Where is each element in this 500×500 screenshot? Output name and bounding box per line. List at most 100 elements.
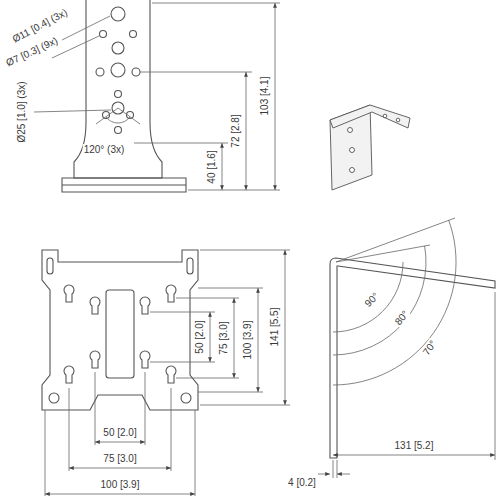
side-view-dimensions (318, 218, 495, 478)
extension-line (95, 372, 96, 445)
keyhole (64, 285, 74, 302)
iso-flange (330, 105, 410, 128)
bracket-profile (330, 258, 495, 458)
hole (132, 68, 140, 76)
angle-label: 80° (392, 308, 412, 329)
extension-line (69, 388, 70, 471)
hole (111, 63, 125, 77)
angle-callout: 120° (3x) (83, 144, 126, 156)
dimension-label: 4 [0.2] (287, 477, 317, 489)
hole (115, 91, 122, 98)
top-view (62, 0, 186, 192)
side-view (330, 258, 495, 458)
front-view (42, 250, 198, 410)
hole (115, 127, 122, 134)
center-slot (106, 290, 134, 378)
flange-edge (62, 184, 186, 185)
extension-line (188, 190, 280, 191)
hole (181, 393, 191, 403)
extension-line (152, 3, 280, 4)
leader-line (52, 36, 99, 58)
hole-callout: Ø25 [1.0] (3x) (16, 80, 28, 143)
top-view-dimensions (34, 3, 280, 190)
keyhole (90, 297, 100, 314)
keyhole (90, 351, 100, 368)
dimension-label: 103 [4.1] (259, 76, 271, 117)
center-line (96, 108, 118, 124)
keyhole (140, 297, 150, 314)
keyhole (166, 285, 176, 302)
dimension-label: 40 [1.6] (206, 149, 218, 184)
extension-line (198, 288, 263, 289)
angle-arc (333, 220, 456, 385)
plate-outline (74, 0, 162, 178)
dimension-label: 100 [3.9] (100, 479, 141, 491)
dimension-line (275, 3, 276, 190)
extension-line (337, 460, 338, 478)
keyhole (166, 366, 176, 383)
dimension-line (333, 455, 495, 456)
plate-outline (42, 250, 198, 410)
extension-line (134, 143, 228, 144)
dimension-line (285, 250, 286, 405)
extension-line (176, 378, 239, 379)
dimension-label: 75 [3.0] (218, 320, 230, 355)
extension-line (150, 362, 215, 363)
dimension-label: 72 [2.8] (230, 113, 242, 148)
extension-line (176, 298, 239, 299)
hole-callout: Ø11 [0.4] (3x) (10, 6, 71, 46)
hole (49, 393, 59, 403)
dimension-label: 131 [5.2] (394, 440, 435, 452)
dimension-label: 141 [5.5] (269, 307, 281, 348)
hole (350, 168, 355, 173)
ear-slot (187, 258, 193, 274)
dimension-line (222, 143, 223, 190)
extension-line (200, 405, 290, 406)
angle-arc (333, 246, 426, 355)
base-flange (62, 178, 186, 192)
hole (96, 68, 104, 76)
extension-line (200, 250, 290, 251)
dimension-line (69, 468, 171, 469)
dimension-line (95, 442, 145, 443)
angle-ray (336, 218, 455, 262)
ear-slot (47, 258, 53, 274)
dimension-line (45, 494, 195, 495)
extension-line (150, 312, 215, 313)
dimension-arrow (337, 474, 350, 475)
dimension-line (210, 312, 211, 362)
extension-line (45, 410, 46, 496)
keyhole (140, 351, 150, 368)
front-view-dimensions (45, 250, 290, 496)
extension-line (140, 72, 252, 73)
leader-line (62, 16, 110, 40)
iso-view (330, 105, 410, 190)
dimension-line (258, 288, 259, 392)
extension-line (495, 292, 496, 460)
hole (383, 114, 387, 118)
keyhole (64, 366, 74, 383)
dimension-line (246, 72, 247, 190)
extension-line (333, 460, 334, 478)
dimension-label: 50 [2.0] (194, 319, 206, 354)
dimension-arrow (318, 474, 330, 475)
extension-line (145, 372, 146, 445)
dimension-line (234, 298, 235, 378)
angle-label: 70° (420, 338, 440, 359)
leader-line (34, 110, 111, 112)
hole (100, 31, 107, 38)
hole (112, 42, 124, 54)
angle-arc (106, 117, 130, 123)
hole (111, 7, 125, 21)
extension-line (195, 410, 196, 496)
dimension-label: 75 [3.0] (102, 453, 137, 465)
extension-line (171, 388, 172, 471)
hole (396, 118, 400, 122)
hole (348, 128, 353, 133)
center-line (118, 108, 140, 124)
hole (130, 31, 137, 38)
angle-label: 90° (362, 290, 383, 311)
